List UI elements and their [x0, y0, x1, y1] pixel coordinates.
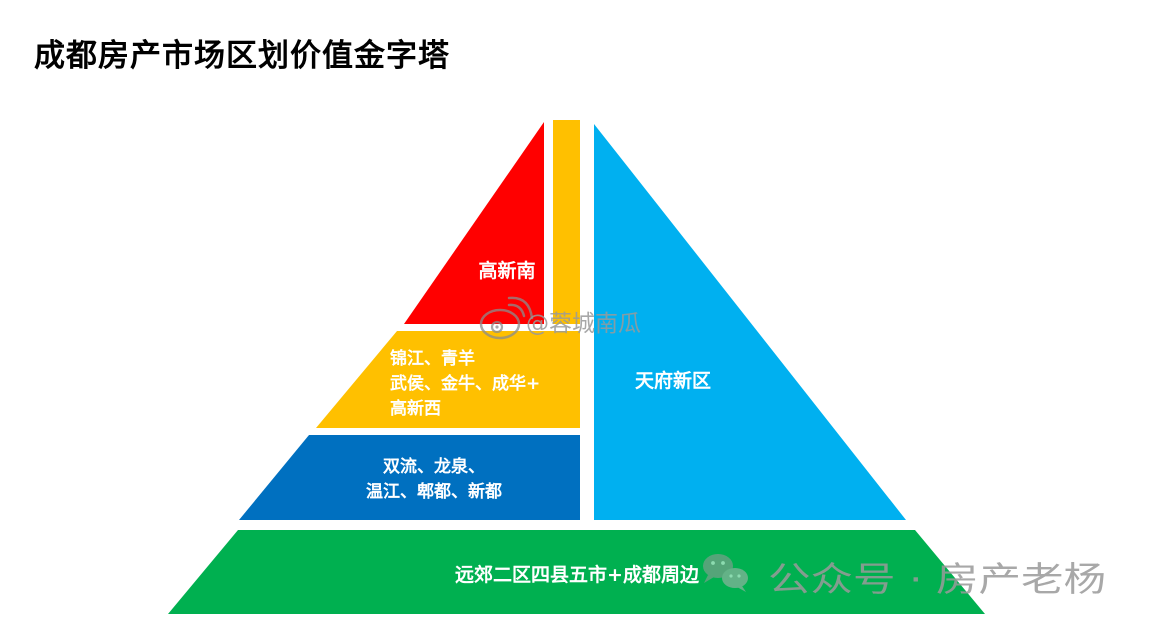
- tier-second-segment: [316, 331, 580, 428]
- page-title: 成都房产市场区划价值金字塔: [34, 38, 450, 74]
- tier-top-segment: [404, 122, 544, 324]
- wechat-watermark-text: 公众号 · 房产老杨: [768, 560, 1106, 600]
- weibo-watermark: @蓉城南瓜: [479, 296, 641, 340]
- tier-third-segment: [239, 435, 580, 520]
- tier-second-label-line-1: 锦江、青羊: [390, 348, 475, 369]
- gold-strip-segment: [553, 120, 580, 324]
- weibo-watermark-text: @蓉城南瓜: [526, 311, 641, 337]
- tier-second-label-line-3: 高新西: [390, 398, 441, 419]
- tier-base-label: 远郊二区四县五市+成都周边: [455, 563, 700, 586]
- tier-third-label-line-1: 双流、龙泉、: [383, 456, 485, 477]
- tier-second-label-line-2: 武侯、金牛、成华+: [390, 373, 540, 394]
- tier-base-segment: [168, 530, 985, 614]
- weibo-icon: [479, 296, 534, 340]
- tianfu-segment: [594, 124, 906, 520]
- tier-third-label-line-2: 温江、郫都、新都: [366, 481, 502, 502]
- wechat-icon: [703, 554, 748, 592]
- tier-top-label: 高新南: [478, 259, 535, 282]
- wechat-watermark: 公众号 · 房产老杨: [703, 554, 1106, 600]
- tianfu-label: 天府新区: [635, 369, 711, 392]
